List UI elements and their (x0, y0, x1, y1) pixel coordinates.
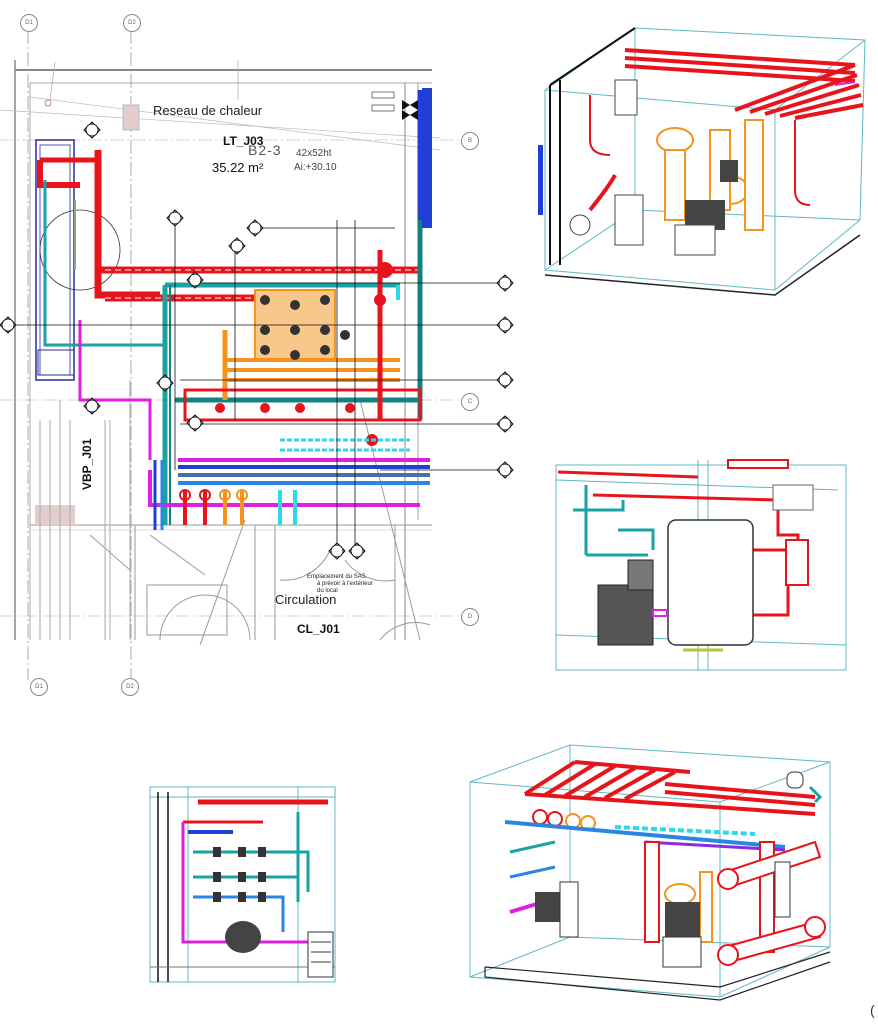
grid-bubble-bottom-d2: D2 (121, 678, 139, 696)
shaft-code: VBP_J01 (80, 438, 94, 490)
floor-plan-drawing (0, 30, 514, 680)
sas-note-line1: Emplacement du SAS (307, 574, 366, 580)
isometric-view-middle-right (548, 455, 848, 680)
reference-size: 42x52ht (296, 148, 332, 159)
isometric-view-bottom-left (148, 782, 338, 987)
circulation-code: CL_J01 (297, 622, 340, 636)
grid-bubble-top-d1: D1 (20, 14, 38, 32)
corner-glyph: ( (870, 1002, 875, 1018)
reference-code: B2-3 (248, 142, 282, 158)
plant-room-code: LT_J03 (223, 134, 264, 148)
grid-bubble-top-d2: D2 (123, 14, 141, 32)
isometric-view-top-right (535, 20, 878, 310)
heat-network-label: Reseau de chaleur (153, 103, 263, 118)
grid-bubble-right-b: B (461, 132, 479, 150)
grid-bubble-bottom-d1: D1 (30, 678, 48, 696)
floor-plan (0, 0, 530, 700)
sas-note-line3: du local (317, 588, 338, 594)
reference-level: Ai:+30.10 (294, 162, 337, 173)
section-markers (0, 121, 514, 560)
isometric-view-bottom-right (465, 742, 845, 1012)
grid-bubble-right-d: D (461, 608, 479, 626)
plant-room-area: 35.22 m² (212, 160, 264, 175)
circulation-label: Circulation (275, 592, 337, 607)
grid-bubble-right-c: C (461, 393, 479, 411)
sas-note-line2: à prévoir à l'extérieur (317, 581, 373, 587)
